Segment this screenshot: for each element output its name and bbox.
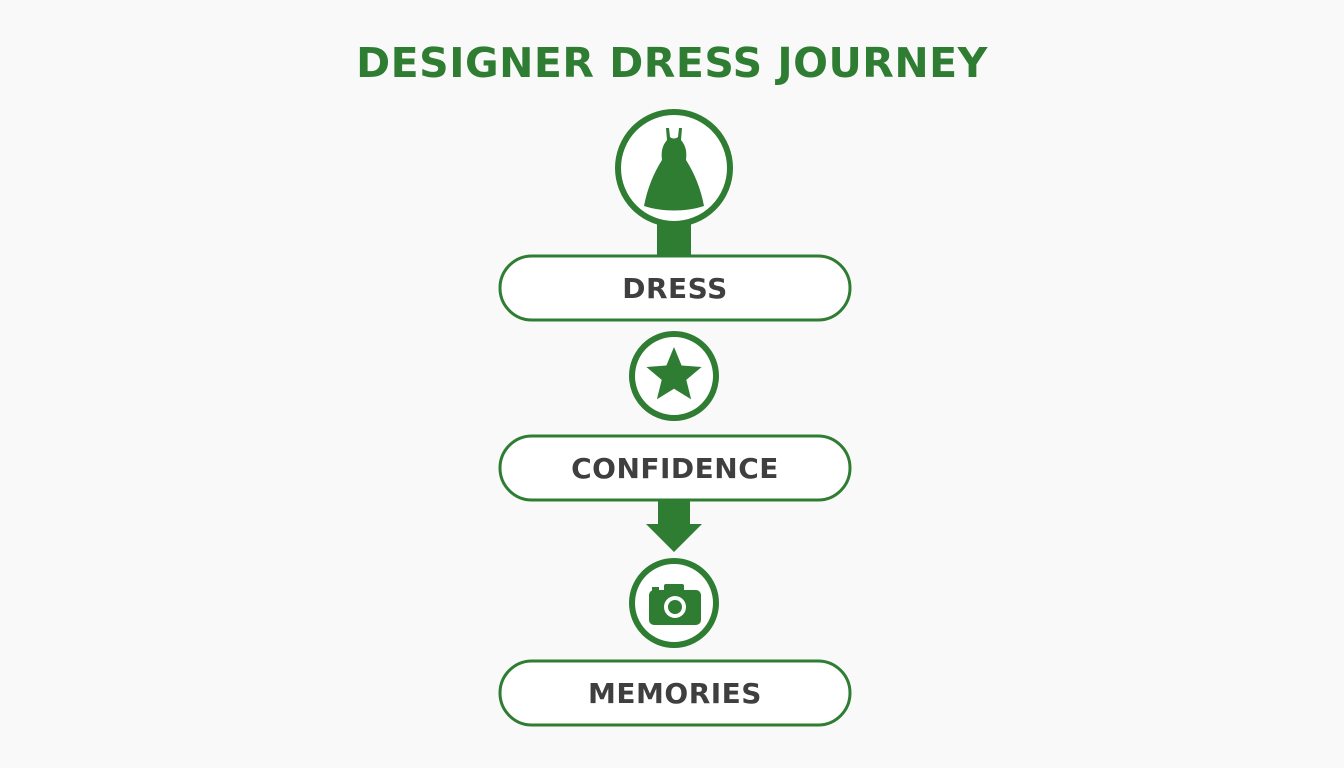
camera-icon: [629, 558, 719, 648]
star-icon: [629, 331, 719, 421]
arrow-down-icon: [646, 500, 702, 552]
step-box-dress: [498, 254, 852, 322]
step-label-memories: MEMORIES: [588, 676, 762, 710]
diagram-title: DESIGNER DRESS JOURNEY: [356, 39, 988, 87]
step-label-confidence: CONFIDENCE: [571, 451, 779, 485]
dress-icon: [615, 109, 733, 227]
connector-bar: [657, 222, 691, 258]
step-label-dress: DRESS: [622, 271, 728, 305]
step-box-memories: [498, 659, 852, 727]
